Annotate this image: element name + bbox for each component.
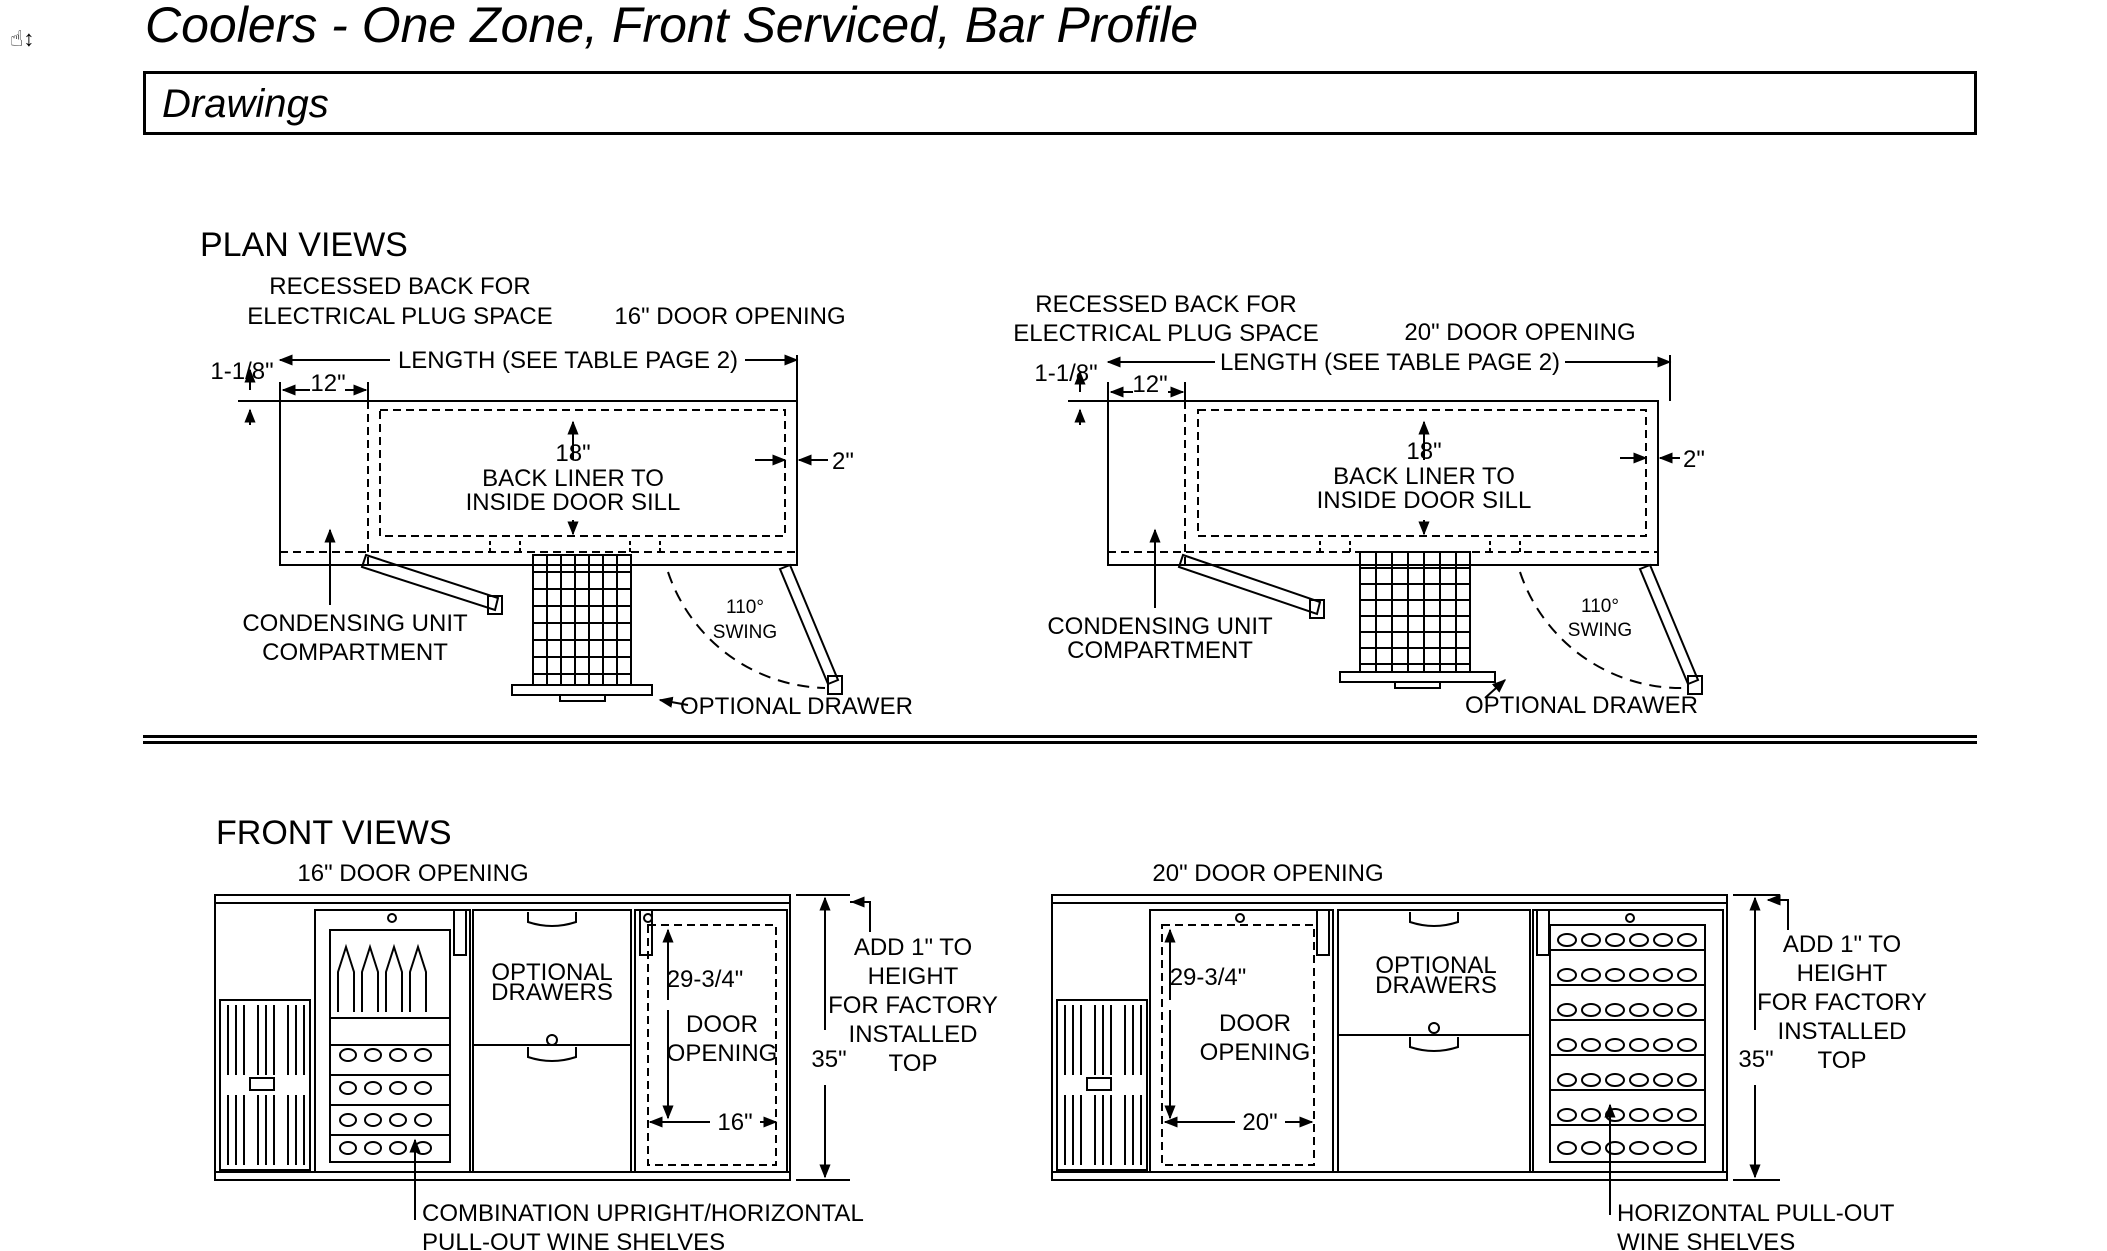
front-right-drawers-1: OPTIONAL [1375, 952, 1496, 979]
plan-left-drawer: OPTIONAL DRAWER [680, 693, 913, 720]
front-left-add-1: ADD 1" TO [854, 934, 972, 961]
front-left-shelves-2: PULL-OUT WINE SHELVES [422, 1229, 725, 1251]
front-right-door-1: DOOR [1219, 1010, 1291, 1037]
plan-right-recessed-2: ELECTRICAL PLUG SPACE [1013, 320, 1318, 347]
plan-left-back-liner-2: INSIDE DOOR SILL [466, 489, 681, 516]
front-right-shelves-1: HORIZONTAL PULL-OUT [1617, 1200, 1895, 1227]
front-left-dim-height: 29-3/4" [667, 966, 744, 993]
plan-left-condensing-1: CONDENSING UNIT [242, 610, 468, 637]
plan-left-door-opening: 16" DOOR OPENING [614, 303, 845, 330]
plan-right-swing-1: 110° [1581, 596, 1619, 617]
plan-left-swing-2: SWING [713, 622, 777, 643]
front-left-add-5: TOP [889, 1050, 938, 1077]
front-left-add-3: FOR FACTORY [828, 992, 998, 1019]
plan-left-back-liner-1: BACK LINER TO [482, 465, 664, 492]
front-right-door-opening: 20" DOOR OPENING [1152, 860, 1383, 887]
hand-scroll-icon: ☝↕ [10, 26, 35, 51]
plan-left-condensing-2: COMPARTMENT [262, 639, 448, 666]
plan-left-dim-offset: 1-1/8" [210, 358, 273, 385]
plan-left-swing-1: 110° [726, 597, 764, 618]
plan-left-length: LENGTH (SEE TABLE PAGE 2) [398, 347, 738, 374]
front-right-add-3: FOR FACTORY [1757, 989, 1927, 1016]
front-right-dim-35: 35" [1738, 1046, 1773, 1073]
plan-view-left [238, 354, 843, 708]
plan-right-length: LENGTH (SEE TABLE PAGE 2) [1220, 349, 1560, 376]
front-left-drawers-2: DRAWERS [491, 979, 613, 1006]
front-right-dim-width: 20" [1242, 1109, 1277, 1136]
front-right-add-1: ADD 1" TO [1783, 931, 1901, 958]
front-right-add-4: INSTALLED [1778, 1018, 1907, 1045]
plan-right-condensing-1: CONDENSING UNIT [1047, 613, 1273, 640]
front-right-add-2: HEIGHT [1797, 960, 1888, 987]
front-left-dim-width: 16" [717, 1109, 752, 1136]
front-view-left [214, 894, 871, 1220]
plan-view-right [1068, 355, 1703, 699]
plan-right-dim-offset: 1-1/8" [1034, 360, 1097, 387]
plan-right-dim-12: 12" [1132, 371, 1167, 398]
plan-right-dim-2: 2" [1683, 446, 1705, 473]
plan-left-dim-2: 2" [832, 448, 854, 475]
plan-left-dim-18: 18" [555, 440, 590, 467]
plan-right-back-liner-2: INSIDE DOOR SILL [1317, 487, 1532, 514]
plan-right-door-opening: 20" DOOR OPENING [1404, 319, 1635, 346]
page-title: Coolers - One Zone, Front Serviced, Bar … [145, 0, 1199, 53]
front-left-shelves-1: COMBINATION UPRIGHT/HORIZONTAL [422, 1200, 864, 1227]
plan-right-swing-2: SWING [1568, 620, 1632, 641]
front-left-door-1: DOOR [686, 1011, 758, 1038]
plan-right-dim-18: 18" [1406, 438, 1441, 465]
section-title: Drawings [162, 82, 329, 126]
front-right-door-2: OPENING [1200, 1039, 1311, 1066]
front-view-right [1051, 894, 1789, 1215]
front-left-dim-35: 35" [811, 1046, 846, 1073]
plan-views-heading: PLAN VIEWS [200, 226, 408, 264]
front-left-add-4: INSTALLED [849, 1021, 978, 1048]
section-divider [143, 735, 1977, 744]
plan-right-drawer: OPTIONAL DRAWER [1465, 692, 1698, 719]
plan-right-recessed-1: RECESSED BACK FOR [1035, 291, 1296, 318]
plan-left-dim-12: 12" [310, 370, 345, 397]
front-right-shelves-2: WINE SHELVES [1617, 1229, 1795, 1251]
front-left-door-opening: 16" DOOR OPENING [297, 860, 528, 887]
plan-left-recessed-2: ELECTRICAL PLUG SPACE [247, 303, 552, 330]
front-views-heading: FRONT VIEWS [216, 814, 452, 852]
plan-right-back-liner-1: BACK LINER TO [1333, 463, 1515, 490]
front-right-drawers-2: DRAWERS [1375, 972, 1497, 999]
front-left-door-2: OPENING [667, 1040, 778, 1067]
front-left-add-2: HEIGHT [868, 963, 959, 990]
plan-right-condensing-2: COMPARTMENT [1067, 637, 1253, 664]
section-header: Drawings [143, 71, 1977, 135]
front-right-dim-height: 29-3/4" [1170, 964, 1247, 991]
front-right-add-5: TOP [1818, 1047, 1867, 1074]
front-left-drawers-1: OPTIONAL [491, 959, 612, 986]
plan-left-recessed-1: RECESSED BACK FOR [269, 273, 530, 300]
